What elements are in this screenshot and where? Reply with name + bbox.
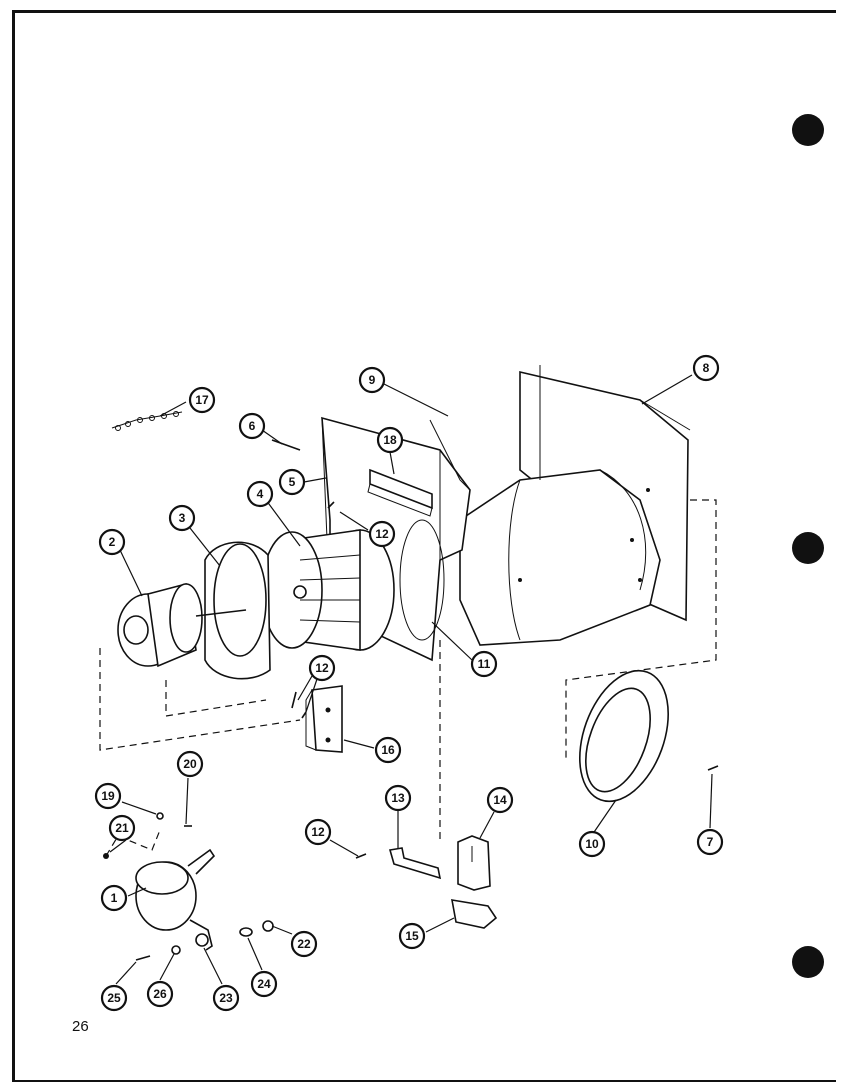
- housing-ring-11: [399, 519, 445, 641]
- svg-text:12: 12: [375, 527, 389, 541]
- small-hardware: [103, 501, 719, 961]
- callout-11: 11: [470, 650, 498, 678]
- callout-18: 18: [376, 426, 404, 454]
- binder-hole-middle: [792, 532, 824, 564]
- svg-text:23: 23: [219, 991, 233, 1005]
- svg-text:25: 25: [107, 991, 121, 1005]
- callout-1: 1: [100, 884, 128, 912]
- svg-text:2: 2: [109, 535, 116, 549]
- callout-24: 24: [250, 970, 278, 998]
- svg-text:3: 3: [179, 511, 186, 525]
- svg-text:16: 16: [381, 743, 395, 757]
- svg-text:22: 22: [297, 937, 311, 951]
- leader-lines: [109, 374, 713, 985]
- svg-text:11: 11: [478, 657, 491, 671]
- svg-text:1: 1: [111, 891, 118, 905]
- callout-20: 20: [176, 750, 204, 778]
- svg-text:19: 19: [101, 789, 115, 803]
- callout-7: 7: [696, 828, 724, 856]
- binder-hole-bottom: [792, 946, 824, 978]
- svg-text:10: 10: [585, 837, 599, 851]
- callout-21: 21: [108, 814, 136, 842]
- inlet-ring: [578, 669, 670, 803]
- svg-text:12: 12: [311, 825, 325, 839]
- callout-13: 13: [384, 784, 412, 812]
- bracket-18: [367, 468, 433, 517]
- svg-text:21: 21: [115, 821, 129, 835]
- callout-12-upper: 12: [368, 520, 396, 548]
- svg-text:26: 26: [153, 987, 167, 1001]
- callout-25: 25: [100, 984, 128, 1012]
- svg-text:15: 15: [405, 929, 419, 943]
- callout-2: 2: [98, 528, 126, 556]
- callout-9: 9: [358, 366, 386, 394]
- callout-4: 4: [246, 480, 274, 508]
- page-border: [12, 10, 836, 1082]
- svg-text:20: 20: [183, 757, 197, 771]
- callout-26: 26: [146, 980, 174, 1008]
- screw-6: [271, 439, 301, 451]
- blower-housing: [459, 365, 691, 646]
- callout-14: 14: [486, 786, 514, 814]
- leg-bracket-16: [305, 685, 343, 753]
- blower-wheel: [261, 529, 395, 651]
- motor: [117, 582, 247, 668]
- svg-text:5: 5: [289, 475, 296, 489]
- callout-15: 15: [398, 922, 426, 950]
- svg-text:4: 4: [257, 487, 264, 501]
- svg-text:24: 24: [257, 977, 271, 991]
- callout-23: 23: [212, 984, 240, 1012]
- callout-8: 8: [692, 354, 720, 382]
- svg-text:12: 12: [315, 661, 329, 675]
- svg-text:14: 14: [493, 793, 507, 807]
- binder-hole-top: [792, 114, 824, 146]
- callout-10: 10: [578, 830, 606, 858]
- page-number: 26: [72, 1018, 89, 1035]
- svg-text:8: 8: [703, 361, 710, 375]
- callout-16: 16: [374, 736, 402, 764]
- svg-text:9: 9: [369, 373, 376, 387]
- callout-3: 3: [168, 504, 196, 532]
- svg-text:7: 7: [707, 835, 714, 849]
- callout-6: 6: [238, 412, 266, 440]
- callout-12-middle: 12: [308, 654, 336, 682]
- bracket-ring: [135, 848, 216, 951]
- bottle-14: [457, 835, 491, 891]
- callout-17: 17: [188, 386, 216, 414]
- assembly-dashed-lines: [99, 499, 717, 857]
- svg-text:13: 13: [391, 791, 405, 805]
- tray-15: [451, 899, 498, 929]
- svg-text:18: 18: [383, 433, 397, 447]
- svg-text:17: 17: [195, 393, 209, 407]
- hanger-13: [388, 847, 442, 880]
- callout-12-lower: 12: [304, 818, 332, 846]
- svg-text:6: 6: [249, 419, 256, 433]
- callout-22: 22: [290, 930, 318, 958]
- chain: [111, 411, 183, 431]
- callout-5: 5: [278, 468, 306, 496]
- callout-19: 19: [94, 782, 122, 810]
